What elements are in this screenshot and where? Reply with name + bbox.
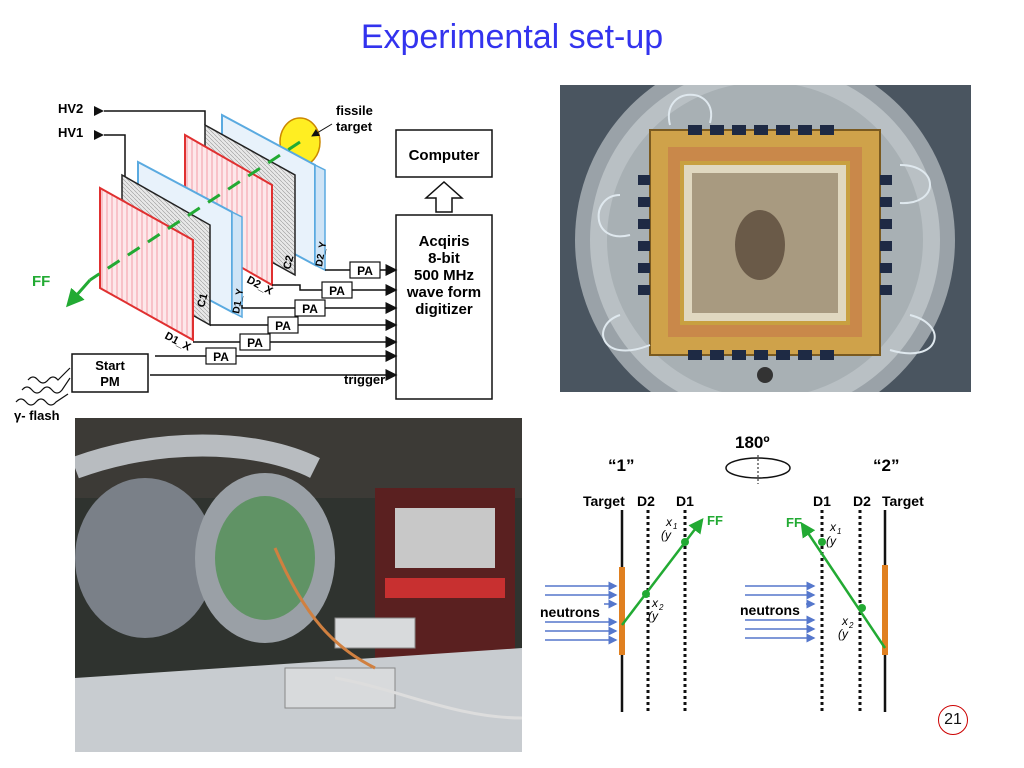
digitizer-line-5: digitizer bbox=[415, 301, 473, 318]
left-neutrons-label: neutrons bbox=[540, 604, 600, 620]
digitizer-line-1: Acqiris bbox=[419, 233, 470, 250]
d2y-label: D2_Y bbox=[314, 241, 329, 268]
config-1-label: “1” bbox=[608, 456, 634, 475]
digitizer-line-2: 8-bit bbox=[428, 250, 460, 267]
right-x1-label: x bbox=[829, 520, 837, 534]
gamma-flash-waves bbox=[15, 367, 71, 406]
left-d1-label: D1 bbox=[676, 493, 694, 509]
c2-label: C2 bbox=[281, 254, 296, 271]
left-x2-sub: 2 bbox=[658, 603, 664, 612]
left-y2-label: (y bbox=[648, 609, 659, 623]
digitizer-line-4: wave form bbox=[406, 284, 481, 301]
pa-label: PA bbox=[329, 284, 345, 298]
pa-label: PA bbox=[302, 302, 318, 316]
hv2-label: HV2 bbox=[58, 101, 83, 116]
config-2-label: “2” bbox=[873, 456, 899, 475]
digitizer-line-3: 500 MHz bbox=[414, 267, 474, 284]
right-target-label: Target bbox=[882, 493, 924, 509]
right-x1-sub: 1 bbox=[837, 527, 841, 536]
page-number: 21 bbox=[938, 705, 968, 735]
left-x1-label: x bbox=[665, 515, 673, 529]
setup-photo bbox=[75, 418, 522, 752]
left-d2-label: D2 bbox=[637, 493, 655, 509]
left-y1-label: (y bbox=[661, 528, 672, 542]
digitizer-box bbox=[395, 214, 493, 400]
pa-label: PA bbox=[247, 336, 263, 350]
left-ff-label: FF bbox=[707, 513, 723, 528]
fissile-label-1: fissile bbox=[336, 103, 373, 118]
trigger-label: trigger bbox=[344, 372, 385, 387]
gamma-flash-label: γ- flash bbox=[14, 408, 60, 423]
right-y2-label: (y bbox=[838, 627, 849, 641]
right-y1-label: (y bbox=[826, 534, 837, 548]
left-target-label: Target bbox=[583, 493, 625, 509]
left-x2-label: x bbox=[651, 596, 659, 610]
start-pm-line-1: Start bbox=[95, 358, 125, 373]
computer-label: Computer bbox=[409, 147, 480, 164]
detector-schematic: fissile target HV2 HV1 FF D1_X C1 D1_Y D… bbox=[10, 90, 510, 425]
geometry-diagram: 180º “1” “2” Target D2 D1 neutrons FF x … bbox=[530, 420, 950, 720]
right-d1-label: D1 bbox=[813, 493, 831, 509]
rotation-icon bbox=[725, 457, 791, 479]
pa-label: PA bbox=[357, 264, 373, 278]
fissile-label-2: target bbox=[336, 119, 373, 134]
slide-title: Experimental set-up bbox=[360, 18, 664, 56]
start-pm-box bbox=[71, 353, 149, 393]
hv1-label: HV1 bbox=[58, 125, 83, 140]
pa-label: PA bbox=[275, 319, 291, 333]
right-x2-sub: 2 bbox=[848, 621, 854, 630]
preamplifiers: PA PA PA PA PA PA bbox=[205, 261, 381, 365]
right-neutrons-label: neutrons bbox=[740, 602, 800, 618]
ff-label: FF bbox=[32, 273, 50, 290]
right-d2-label: D2 bbox=[853, 493, 871, 509]
start-pm-line-2: PM bbox=[100, 374, 120, 389]
rotation-label: 180º bbox=[735, 433, 770, 452]
plane-d1x bbox=[99, 186, 194, 342]
right-ff-label: FF bbox=[786, 515, 802, 530]
c1-label: C1 bbox=[195, 292, 210, 309]
computer-box bbox=[395, 129, 493, 178]
right-x2-label: x bbox=[841, 614, 849, 628]
left-x1-sub: 1 bbox=[673, 522, 677, 531]
pa-label: PA bbox=[213, 350, 229, 364]
detector-photo bbox=[560, 85, 971, 392]
